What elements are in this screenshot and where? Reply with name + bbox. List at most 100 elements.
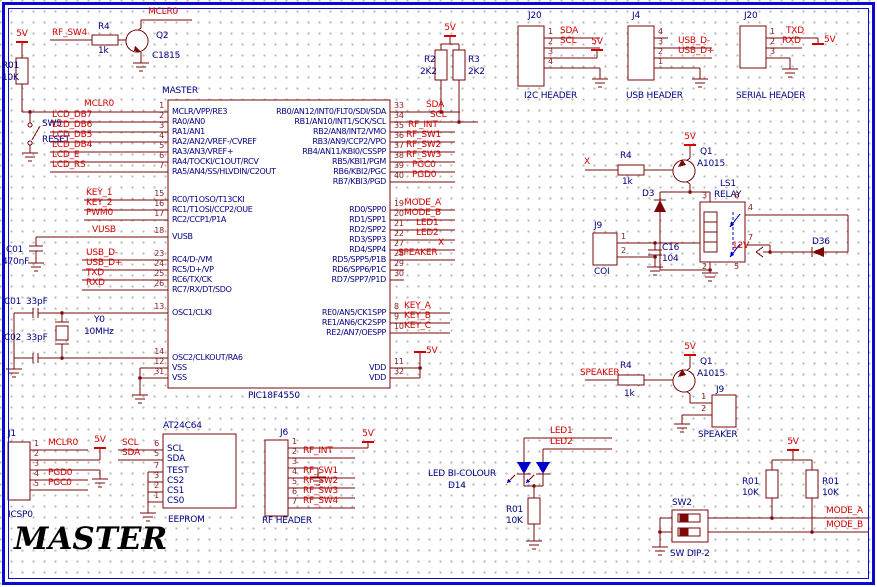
label-rf-sw4: RF_SW4 xyxy=(303,496,339,506)
label-12v: 12V xyxy=(732,241,750,251)
pin-number-17: 17 xyxy=(154,209,164,218)
component-body xyxy=(617,374,645,386)
component-body xyxy=(711,394,737,428)
label-c1815: C1815 xyxy=(152,51,181,61)
label-led1: LED1 xyxy=(550,426,573,436)
component-circle xyxy=(672,369,696,393)
label-mode-a: MODE_A xyxy=(404,198,441,208)
component-body xyxy=(677,527,701,537)
label-5v: 5V xyxy=(824,35,836,45)
led-or-arrow-glyph xyxy=(730,221,734,227)
diode-or-arrow-glyph xyxy=(678,159,686,167)
pin-name-17: RC2/CCP1/P1A xyxy=(172,215,227,224)
label-2k2: 2K2 xyxy=(468,67,485,77)
label-sda: SDA xyxy=(167,454,186,464)
label-rf-sw1: RF_SW1 xyxy=(303,466,339,476)
label-r01: R01 xyxy=(742,477,760,487)
junction-dot xyxy=(768,250,772,254)
label-sda: SDA xyxy=(560,26,579,36)
label-q1: Q1 xyxy=(700,147,713,157)
label-key-a: KEY_A xyxy=(404,301,431,311)
pin-name-14: OSC2/CLKOUT/RA6 xyxy=(172,353,243,362)
pin-number-14: 14 xyxy=(154,347,164,356)
label-3: 3 xyxy=(154,471,159,480)
pin-name-18: VUSB xyxy=(172,232,193,241)
led-or-arrow-glyph xyxy=(730,251,734,257)
label-a1015: A1015 xyxy=(697,369,726,379)
junction-dot xyxy=(708,268,712,272)
pin-name-12: VSS xyxy=(172,363,187,372)
pin-number-3: 3 xyxy=(159,121,164,130)
component-circle xyxy=(27,122,33,128)
pin-number-25: 25 xyxy=(154,269,164,278)
pin-name-27: RD4/SPP4 xyxy=(349,245,386,254)
pin-name-3: RA1/AN1 xyxy=(172,127,205,136)
label-c01: C01 xyxy=(6,245,24,255)
label-1: 1 xyxy=(770,27,775,36)
label-a1015: A1015 xyxy=(697,159,726,169)
label-scl: SCL xyxy=(167,444,184,454)
pin-name-26: RC7/RX/DT/SDO xyxy=(172,285,232,294)
label-led2: LED2 xyxy=(416,228,439,238)
label-j20: J20 xyxy=(744,11,758,21)
label-4: 4 xyxy=(748,203,753,212)
label-eeprom: EEPROM xyxy=(168,515,205,525)
label-lcd-db5: LCD_DB5 xyxy=(52,130,93,140)
label-3: 3 xyxy=(292,457,297,466)
label-10k: 10K xyxy=(822,488,839,498)
label-5: 5 xyxy=(292,477,297,486)
label-r4: R4 xyxy=(98,22,110,32)
diode-or-arrow-glyph xyxy=(812,247,824,257)
led-or-arrow-glyph xyxy=(526,479,530,483)
pin-number-39: 39 xyxy=(394,161,404,170)
label-sw-dip-2: SW DIP-2 xyxy=(670,549,710,559)
label-10mhz: 10MHz xyxy=(84,327,114,337)
label-q2: Q2 xyxy=(156,31,169,41)
label-r01: R01 xyxy=(2,61,20,71)
component-body xyxy=(765,469,779,499)
label-key-c: KEY_C xyxy=(404,321,431,331)
pin-number-35: 35 xyxy=(394,121,404,130)
component-circle xyxy=(672,159,696,183)
component-body xyxy=(739,25,767,69)
label-lcd-db7: LCD_DB7 xyxy=(52,110,93,120)
pin-name-7: RA5/AN4/SS/HLVDIN/C2OUT xyxy=(172,167,276,176)
label-j9: J9 xyxy=(594,221,602,231)
label-2: 2 xyxy=(292,447,297,456)
label-1: 1 xyxy=(621,232,626,241)
label-key-1: KEY_1 xyxy=(86,188,113,198)
pin-number-29: 29 xyxy=(394,259,404,268)
component-body xyxy=(617,164,645,176)
label-5: 5 xyxy=(734,262,739,271)
label-j9: J9 xyxy=(716,385,724,395)
label-coi: COI xyxy=(594,267,610,277)
label-2: 2 xyxy=(701,404,706,413)
label-1: 1 xyxy=(658,57,663,66)
label-scl: SCL xyxy=(122,438,139,448)
led-or-arrow-glyph xyxy=(517,462,531,474)
label-3: 3 xyxy=(702,191,707,200)
label-pgd0: PGD0 xyxy=(412,170,437,180)
component-body xyxy=(264,439,289,517)
component-body xyxy=(592,232,618,266)
component-body xyxy=(679,514,689,522)
label-mclr0: MCLR0 xyxy=(84,99,115,109)
label-r01: R01 xyxy=(506,505,524,515)
component-body xyxy=(679,528,689,536)
label-cs1: CS1 xyxy=(167,486,185,496)
component-body xyxy=(162,433,237,509)
label-icsp0: ICSP0 xyxy=(8,510,33,520)
label-d14: D14 xyxy=(448,481,466,491)
label-lcd-db4: LCD_DB4 xyxy=(52,140,93,150)
component-body xyxy=(805,469,819,499)
component-body xyxy=(167,99,391,389)
label-key-2: KEY_2 xyxy=(86,198,113,208)
junction-dot xyxy=(810,530,814,534)
diode-or-arrow-glyph xyxy=(678,369,686,377)
pin-name-19: RD0/SPP0 xyxy=(349,205,386,214)
pin-name-9: RE1/AN6/CK2SPP xyxy=(321,318,386,327)
label-5v: 5V xyxy=(684,342,696,352)
pin-number-20: 20 xyxy=(394,209,404,218)
label-pgc0: PGC0 xyxy=(48,478,72,488)
pin-name-16: RC1/T1OSI/CCP2/OUE xyxy=(172,205,253,214)
